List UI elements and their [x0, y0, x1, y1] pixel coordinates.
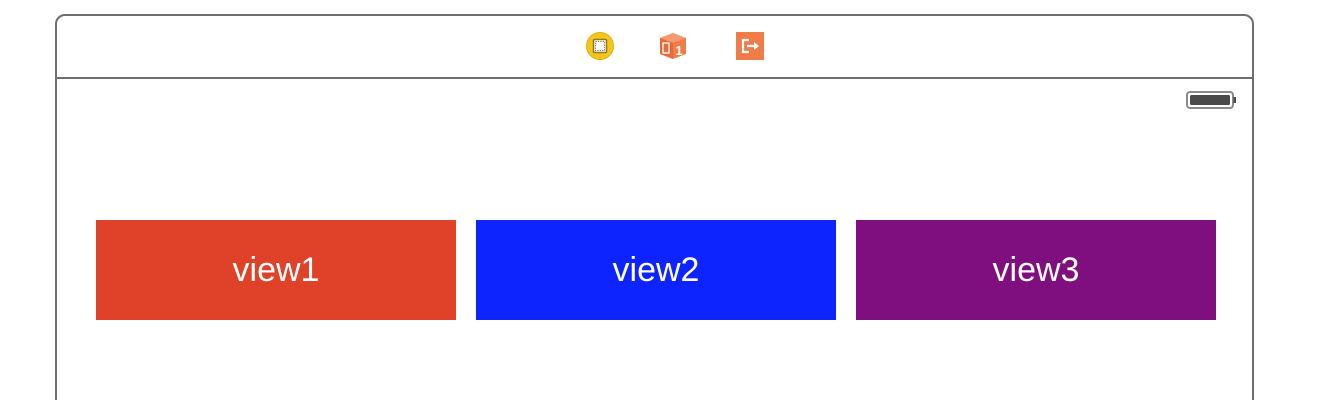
svg-text:1: 1	[675, 43, 682, 58]
battery-icon	[1186, 90, 1238, 110]
view2-label: view2	[612, 250, 700, 289]
view2[interactable]: view2	[476, 220, 836, 320]
view-controller-icon[interactable]	[586, 32, 614, 60]
view3-label: view3	[992, 250, 1080, 289]
root-view[interactable]: view1 view2 view3	[57, 79, 1252, 400]
view3[interactable]: view3	[856, 220, 1216, 320]
exit-icon[interactable]	[736, 32, 764, 60]
view1[interactable]: view1	[96, 220, 456, 320]
scene-dock: 1	[57, 16, 1252, 79]
view-controller-scene[interactable]: 1 view1	[55, 14, 1254, 400]
first-responder-icon[interactable]: 1	[659, 32, 687, 60]
view1-label: view1	[232, 250, 320, 289]
